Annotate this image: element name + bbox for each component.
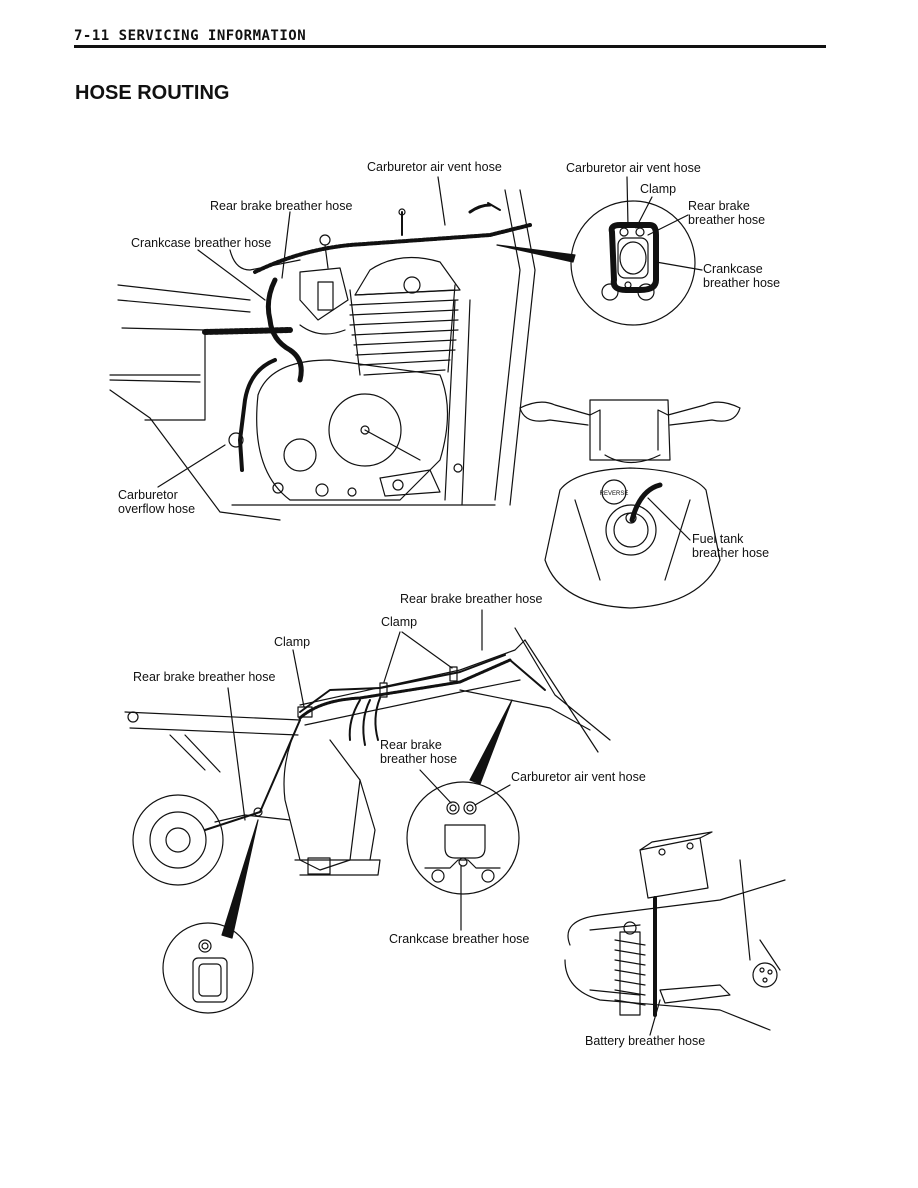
label-fuel-tank-line2: breather hose [692, 546, 770, 560]
engine-view-drawing [110, 177, 575, 520]
frame-label-rear-brake-breather-top: Rear brake breather hose [400, 592, 543, 606]
frame-detail-label-rear-brake-line1: Rear brake [380, 738, 442, 752]
frame-drawing [125, 610, 610, 938]
frame-detail-circle [407, 770, 519, 930]
frame-label-clamp-left: Clamp [274, 635, 311, 649]
frame-detail-label-carb-air-vent: Carburetor air vent hose [511, 770, 646, 784]
frame-detail-label-crankcase-breather: Crankcase breather hose [389, 932, 530, 946]
detail-label-crankcase-line1: Crankcase [703, 262, 763, 276]
hub-detail-circle [163, 923, 253, 1013]
section-header: 7-11 SERVICING INFORMATION [74, 28, 307, 44]
detail-label-rear-brake-line2: breather hose [688, 213, 766, 227]
detail-label-clamp: Clamp [640, 182, 677, 196]
label-crankcase-breather-hose: Crankcase breather hose [131, 236, 272, 250]
detail-label-rear-brake-line1: Rear brake [688, 199, 750, 213]
frame-label-rear-brake-breather-left: Rear brake breather hose [133, 670, 276, 684]
header-rule [74, 45, 826, 48]
label-rear-brake-breather-hose: Rear brake breather hose [210, 199, 353, 213]
label-carb-air-vent-hose: Carburetor air vent hose [367, 160, 502, 174]
detail-label-carb-air-vent-hose: Carburetor air vent hose [566, 161, 701, 175]
label-battery-breather-hose: Battery breather hose [585, 1034, 706, 1048]
engine-detail-circle [571, 177, 702, 325]
frame-detail-label-rear-brake-line2: breather hose [380, 752, 458, 766]
battery-drawing [565, 832, 785, 1035]
fuel-tank-drawing [520, 400, 740, 608]
label-carb-overflow-line1: Carburetor [118, 488, 178, 502]
reverse-cap-label: REVERSE [600, 491, 629, 497]
page-title: HOSE ROUTING [75, 82, 230, 104]
frame-label-clamp-right: Clamp [381, 615, 418, 629]
label-carb-overflow-line2: overflow hose [118, 502, 196, 516]
detail-label-crankcase-line2: breather hose [703, 276, 781, 290]
label-fuel-tank-line1: Fuel tank [692, 532, 744, 546]
